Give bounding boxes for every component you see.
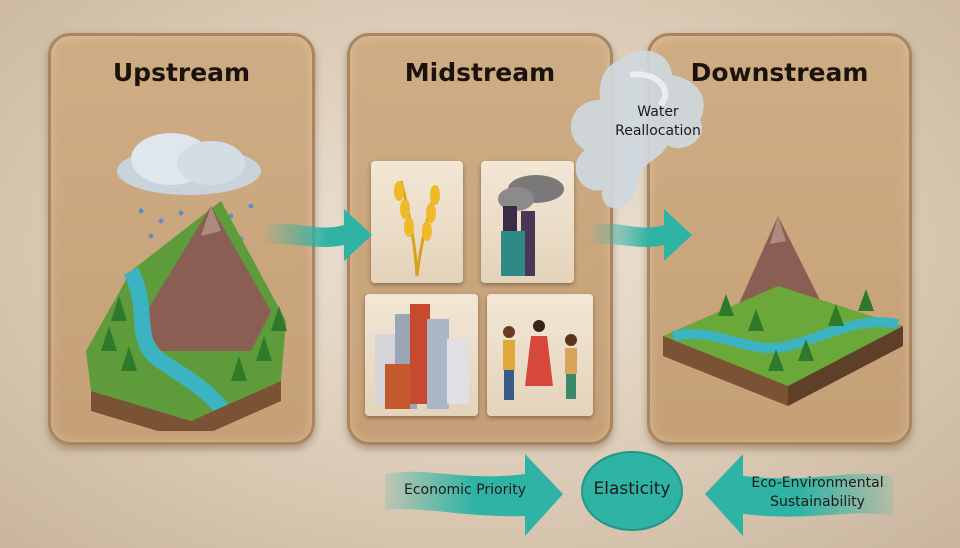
cloud-label-line2: Reallocation xyxy=(615,123,701,139)
water-reallocation-label: Water Reallocation xyxy=(598,103,718,141)
downstream-title: Downstream xyxy=(690,58,869,87)
midstream-to-downstream-arrow xyxy=(588,209,692,261)
people-shopping-tile xyxy=(487,294,593,416)
economic-priority-arrow xyxy=(385,454,563,536)
agriculture-wheat-tile xyxy=(371,161,463,283)
midstream-title: Midstream xyxy=(404,58,556,87)
water-reallocation-cloud xyxy=(570,50,704,209)
economic-priority-label: Economic Priority xyxy=(403,482,527,498)
upstream-mountain-illustration xyxy=(86,133,287,431)
cloud-label-line1: Water xyxy=(637,104,679,120)
elasticity-label: Elasticity xyxy=(593,479,671,499)
city-buildings-icon xyxy=(375,304,469,409)
people-icon xyxy=(503,320,577,400)
eco-sustainability-label: Eco-Environmental Sustainability xyxy=(735,474,900,512)
eco-label-line2: Sustainability xyxy=(770,494,865,510)
wheat-icon xyxy=(394,180,440,277)
factory-icon xyxy=(498,175,564,276)
elasticity-ellipse xyxy=(581,451,683,531)
eco-label-line1: Eco-Environmental xyxy=(751,475,884,491)
industry-factory-tile xyxy=(481,161,574,283)
eco-sustainability-arrow xyxy=(705,454,893,536)
downstream-landscape-illustration xyxy=(663,216,903,406)
upstream-title: Upstream xyxy=(112,58,251,87)
urban-city-tile xyxy=(365,294,478,416)
upstream-to-midstream-arrow xyxy=(262,209,372,261)
